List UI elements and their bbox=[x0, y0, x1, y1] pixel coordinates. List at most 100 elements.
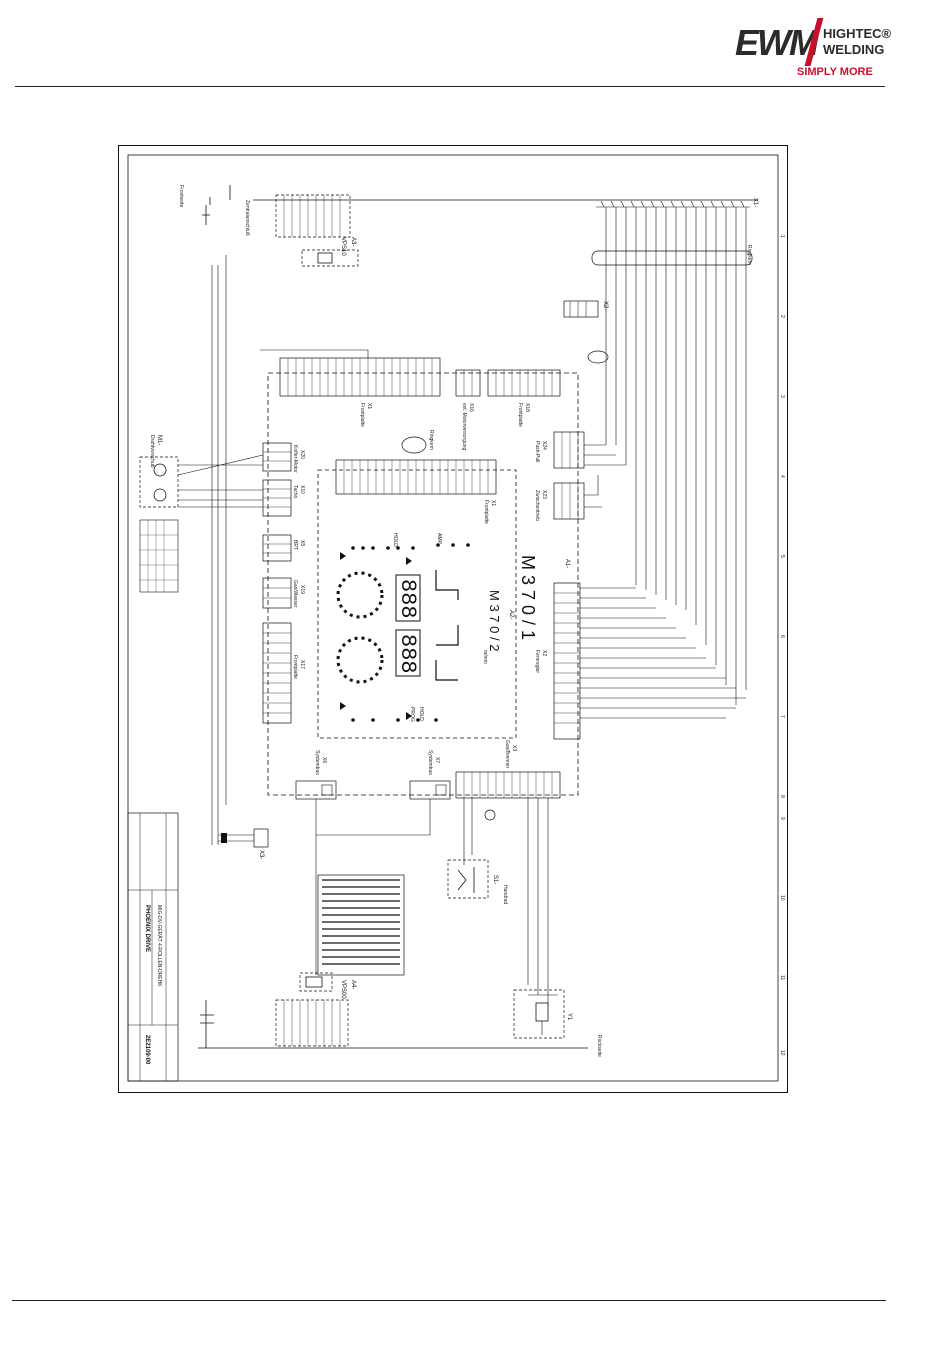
s1-desc: Handrad bbox=[502, 885, 508, 904]
wires-x3 bbox=[463, 798, 549, 1005]
motor-table-grid bbox=[140, 520, 178, 592]
x6-desc: Systembus bbox=[314, 750, 320, 775]
grid-number: 8 bbox=[779, 795, 785, 798]
wire-front bbox=[260, 349, 369, 358]
x5-label: X5 bbox=[299, 540, 305, 546]
s1-label: S1- bbox=[492, 875, 498, 884]
connector-x18: X18 Frontplatte bbox=[487, 369, 561, 427]
ewm-logo: EWM HIGHTEC® WELDING SIMPLY MORE bbox=[735, 18, 895, 78]
pcb-a1-outline bbox=[267, 372, 579, 796]
motor-table bbox=[139, 519, 179, 593]
wires-systembus bbox=[315, 799, 431, 975]
x3-label: X3- bbox=[258, 850, 264, 859]
grid-number: 10 bbox=[779, 895, 785, 901]
connector-x7: X7 Systembus bbox=[409, 750, 451, 800]
x2-remote-desc: Fernregler bbox=[534, 650, 540, 673]
wires-motor bbox=[177, 454, 264, 508]
x16-label: X16 bbox=[468, 403, 474, 412]
connector-x17: X17 Frontplatte bbox=[262, 622, 305, 724]
subtitle-text: MIG-DV-GERÄT 4-ROLLEN-DREHK bbox=[156, 905, 163, 987]
x6-label: X6 bbox=[321, 757, 327, 763]
rueckseite-label: Rückseite bbox=[596, 1035, 602, 1057]
arrow-up-icon bbox=[340, 552, 346, 560]
m1-label: M1- bbox=[156, 435, 162, 445]
x19-label: X19 bbox=[299, 585, 305, 594]
encoder-knob-right bbox=[336, 636, 384, 684]
m1-desc: Drahtvorschub bbox=[149, 435, 155, 468]
arrow-down-icon bbox=[406, 712, 412, 720]
ringkern-band bbox=[591, 250, 753, 266]
schematic-sheet: 1 2 3 4 5 6 7 8 9 10 11 12 X1- Ringkern bbox=[118, 145, 788, 1093]
plug-block-icon bbox=[221, 833, 227, 843]
connector-x20: X20 Koffer-Motor bbox=[262, 442, 305, 473]
logo-brand: EWM bbox=[735, 22, 819, 63]
x19-desc: Gas/Wasser bbox=[292, 580, 298, 608]
x20-desc: Koffer-Motor bbox=[292, 445, 298, 473]
connector-x5: X5 BRT bbox=[262, 534, 305, 562]
grid-number: 4 bbox=[779, 475, 785, 478]
connector-x2: X2- bbox=[563, 300, 608, 318]
logo-line1: HIGHTEC® bbox=[823, 26, 892, 41]
a3-label: A3- bbox=[350, 237, 356, 246]
x10-desc: Tacho bbox=[292, 485, 298, 499]
drawing-number: 2E2109-00 bbox=[144, 1035, 150, 1065]
connector-x1-panel: X1 Frontplatte bbox=[335, 459, 497, 524]
x17-desc: Frontplatte bbox=[292, 655, 298, 679]
display-left-value: 888 bbox=[395, 579, 420, 619]
x23-desc: Zwischentrieb bbox=[534, 490, 540, 521]
frontseite-label: Frontseite bbox=[178, 185, 184, 207]
wires-x24-x23 bbox=[584, 444, 626, 508]
connector-x2-remote: X2 Fernregler bbox=[534, 582, 581, 740]
board-a4: A4- VPS00 bbox=[275, 972, 356, 1047]
panel-mm: m/min bbox=[482, 650, 488, 664]
x1-label: X1- bbox=[752, 198, 758, 207]
connector-x1-front: X1 Frontplatte bbox=[279, 357, 441, 427]
arrow-down-icon bbox=[340, 702, 346, 710]
sheet-inner-border bbox=[127, 154, 779, 1082]
a1-label: A1- bbox=[564, 559, 570, 568]
display-right-value: 888 bbox=[395, 634, 420, 674]
zentral-label: Zentralanschluß bbox=[244, 200, 250, 236]
a4-label: A4- bbox=[350, 980, 356, 989]
x3-gas-desc: Gas/Brenner bbox=[504, 740, 510, 769]
grid-number: 1 bbox=[779, 235, 785, 238]
title-block: PHOENIX DRIVE MIG-DV-GERÄT 4-ROLLEN-DREH… bbox=[127, 812, 179, 1082]
a4-model: VPS00 bbox=[340, 980, 346, 999]
ground-symbols-bottom bbox=[200, 1000, 214, 1048]
wires-fernregler bbox=[580, 587, 746, 719]
header-rule bbox=[15, 86, 885, 87]
x3-gas-label: X3 bbox=[511, 745, 517, 751]
grid-number: 11 bbox=[779, 975, 785, 980]
x7-label: X7 bbox=[434, 757, 440, 763]
x18-desc: Frontplatte bbox=[517, 403, 523, 427]
x10-label: X10 bbox=[299, 485, 305, 494]
ringkern-x3 bbox=[484, 809, 496, 821]
grid-numbers: 1 2 3 4 5 6 7 8 9 10 11 12 bbox=[779, 235, 785, 1056]
a1-model: M 3 7 0 / 1 bbox=[518, 555, 538, 640]
x23-label: X23 bbox=[541, 490, 547, 499]
ringkern-label-top: Ringkern bbox=[746, 245, 752, 265]
title-text: PHOENIX DRIVE bbox=[144, 905, 150, 952]
ringkern-board bbox=[401, 436, 427, 454]
valve-y1: Y1 bbox=[513, 989, 572, 1039]
a2-model: M 3 7 0 / 2 bbox=[487, 590, 502, 651]
grid-number: 3 bbox=[779, 395, 785, 398]
x20-label: X20 bbox=[299, 450, 305, 459]
x24-label: X24 bbox=[541, 441, 547, 450]
x1-front-label: X1 bbox=[366, 403, 372, 409]
connector-x24: X24 Push-Pull bbox=[534, 431, 585, 469]
connector-x6: X6 Systembus bbox=[295, 750, 337, 800]
panel-amp: AMP bbox=[436, 533, 442, 545]
grid-number: 7 bbox=[779, 715, 785, 718]
y1-label: Y1 bbox=[566, 1013, 572, 1021]
connector-x3-gas: X3 Gas/Brenner bbox=[455, 740, 561, 799]
logo-line2: WELDING bbox=[823, 42, 885, 57]
x17-label: X17 bbox=[299, 660, 305, 669]
logo-tagline: SIMPLY MORE bbox=[797, 66, 873, 78]
ringkern-x2 bbox=[587, 350, 609, 364]
arrow-up-icon bbox=[406, 557, 412, 565]
sheet-outer-border bbox=[118, 145, 788, 1093]
connector-x23: X23 Zwischentrieb bbox=[534, 482, 585, 521]
a3-model: VPS10 bbox=[340, 237, 346, 256]
schematic-svg: 1 2 3 4 5 6 7 8 9 10 11 12 X1- Ringkern bbox=[118, 145, 788, 1093]
